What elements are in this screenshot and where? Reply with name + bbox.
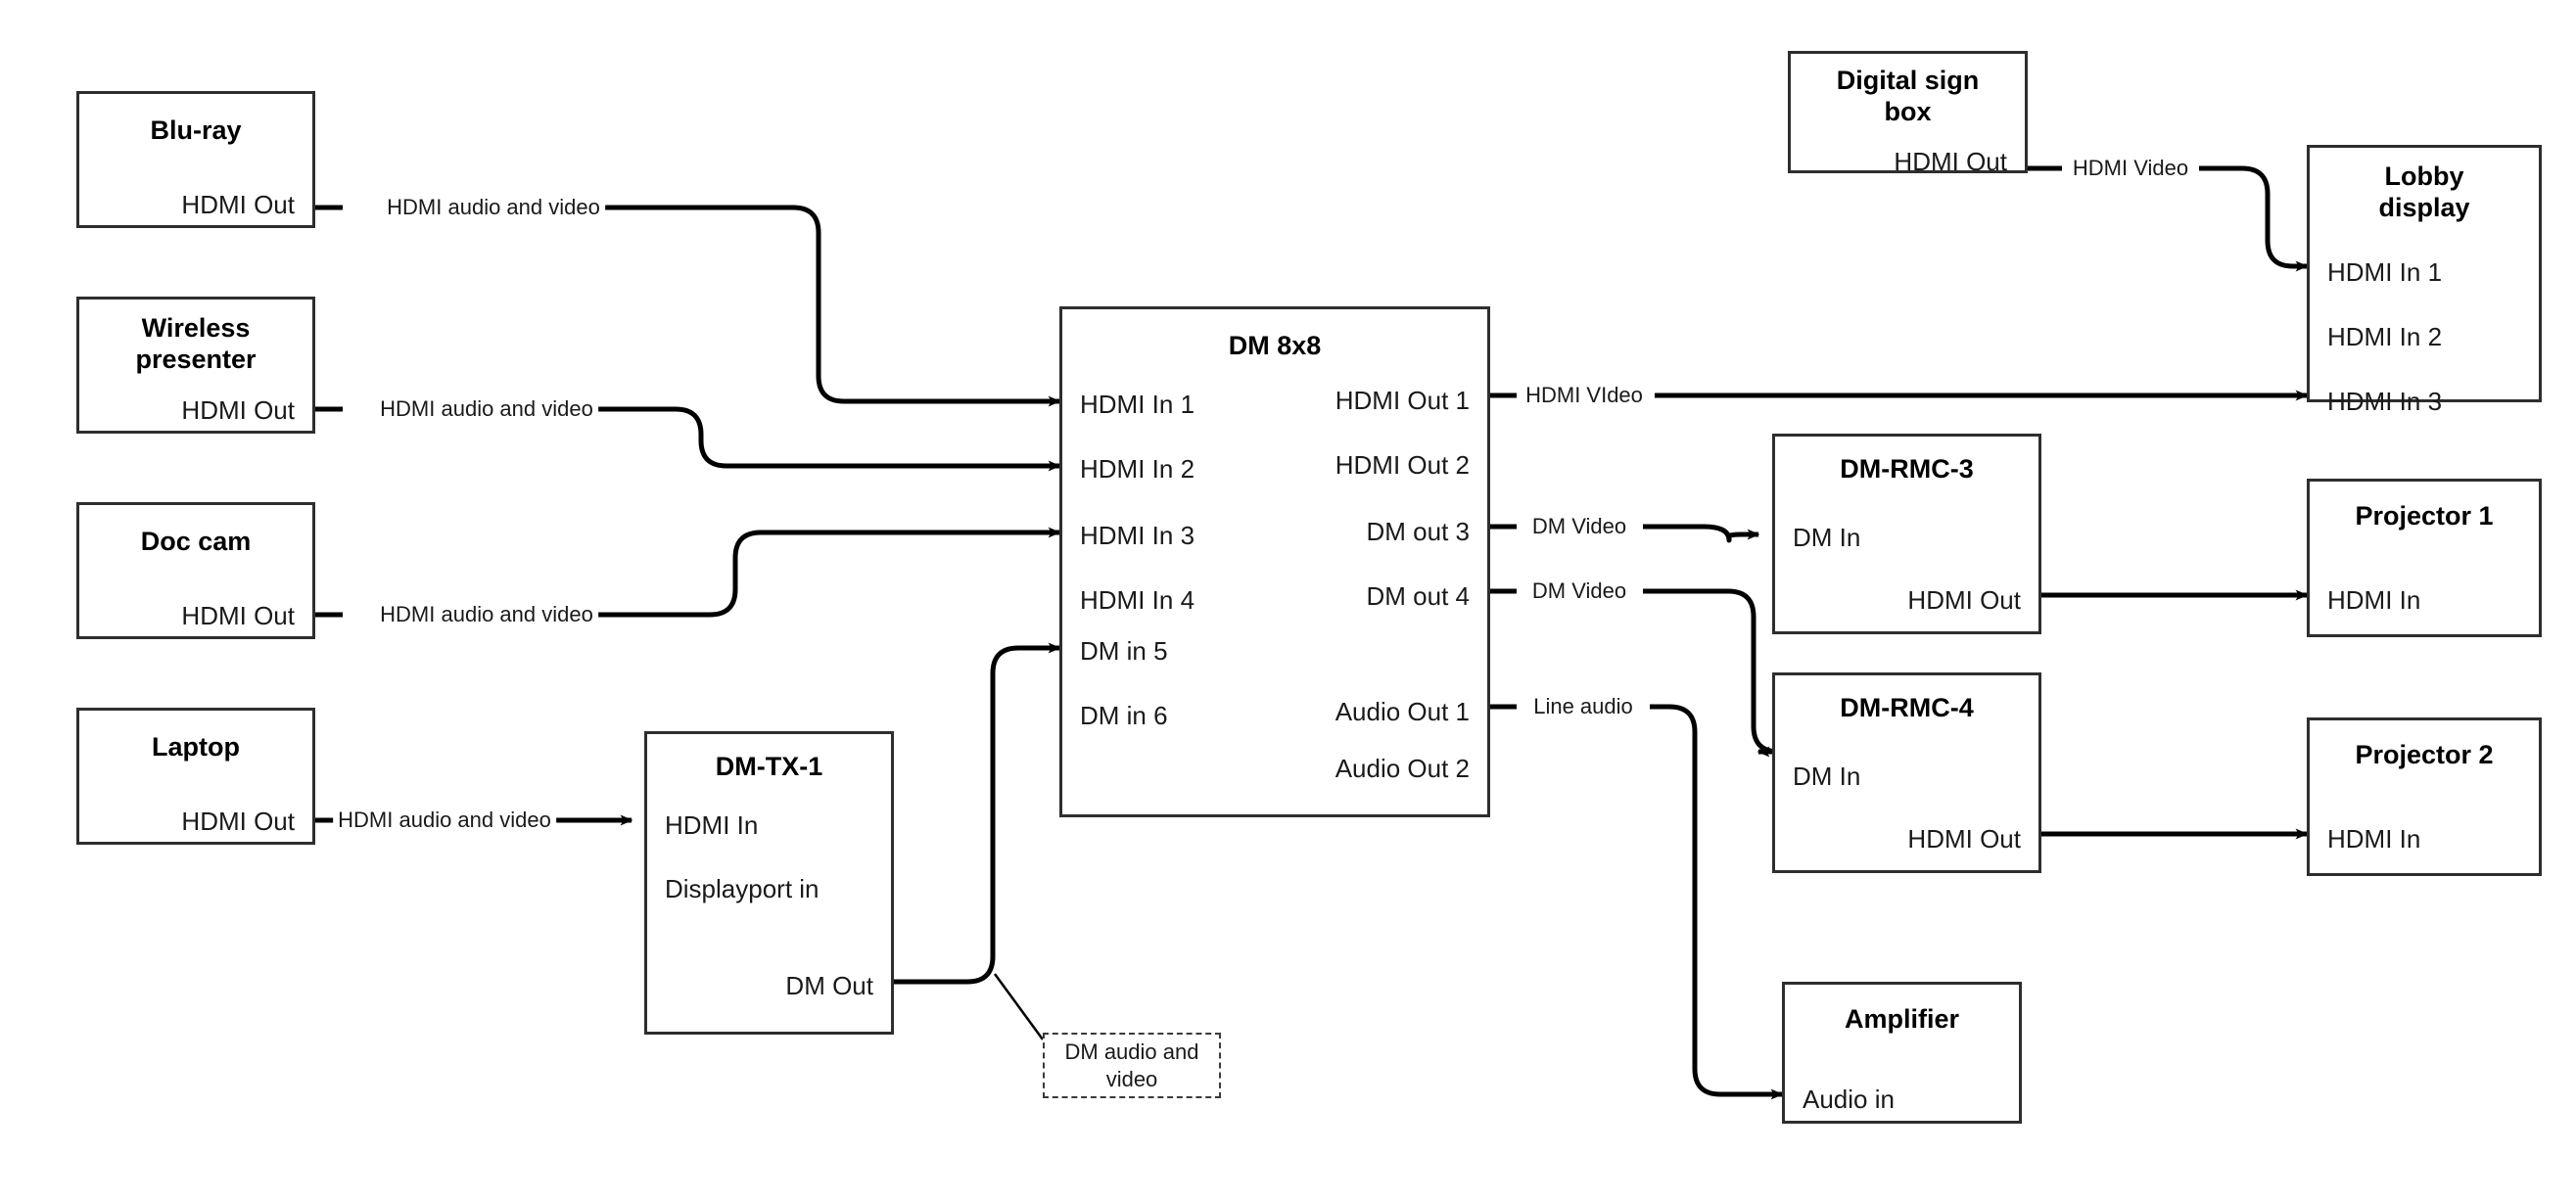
node-lobby-display-port-hdmi-in-1[interactable]: HDMI In 1 — [2327, 257, 2443, 287]
node-projector-1[interactable]: Projector 1 HDMI In — [2307, 479, 2542, 637]
wire-bluray-to-dm8x8-in1 — [315, 205, 1059, 401]
wire-dm8x8-out4-to-rmc4 — [1490, 588, 1782, 752]
node-dm-8x8-port-audio-out-2[interactable]: Audio Out 2 — [1335, 754, 1470, 783]
node-digital-sign-box-title: Digital sign box — [1836, 66, 1980, 126]
node-dm-rmc-3[interactable]: DM-RMC-3 DM In HDMI Out — [1772, 434, 2041, 634]
wire-label-hdmi-out1-video: HDMI VIdeo — [1521, 383, 1648, 408]
node-dm-8x8-port-dm-out-4[interactable]: DM out 4 — [1366, 581, 1471, 611]
node-dm-8x8-port-hdmi-out-1[interactable]: HDMI Out 1 — [1335, 386, 1470, 415]
wire-label-signbox-hdmi-video: HDMI Video — [2067, 156, 2194, 181]
node-bluray-title: Blu-ray — [150, 115, 242, 145]
wire-signbox-to-lobby-in1 — [2028, 165, 2307, 266]
node-projector-2[interactable]: Projector 2 HDMI In — [2307, 717, 2542, 876]
node-dm-8x8-port-hdmi-in-1[interactable]: HDMI In 1 — [1080, 390, 1195, 419]
wire-dm8x8-out3-to-rmc3 — [1490, 527, 1758, 540]
node-dm-8x8-port-hdmi-in-2[interactable]: HDMI In 2 — [1080, 454, 1195, 484]
node-dm-rmc-4-port-dm-in[interactable]: DM In — [1793, 762, 1861, 791]
wire-dmtx1-to-dm8x8-dmin5 — [894, 642, 1061, 985]
node-projector-1-port-hdmi-in[interactable]: HDMI In — [2327, 585, 2421, 615]
wire-label-wireless: HDMI audio and video — [375, 396, 598, 422]
wire-label-laptop: HDMI audio and video — [333, 808, 556, 833]
node-dm-tx-1-title: DM-TX-1 — [715, 752, 823, 781]
node-dm-rmc-4-title: DM-RMC-4 — [1840, 693, 1974, 722]
node-dm-tx-1-port-dm-out[interactable]: DM Out — [785, 971, 873, 1000]
node-dm-rmc-3-port-dm-in[interactable]: DM In — [1793, 523, 1861, 552]
node-lobby-display-title: Lobby display — [2378, 162, 2470, 222]
node-dm-rmc-4[interactable]: DM-RMC-4 DM In HDMI Out — [1772, 672, 2041, 873]
wire-label-line-audio: Line audio — [1528, 694, 1638, 719]
node-projector-2-port-hdmi-in[interactable]: HDMI In — [2327, 824, 2421, 854]
node-lobby-display-port-hdmi-in-3[interactable]: HDMI In 3 — [2327, 387, 2443, 416]
node-wireless-presenter-port-hdmi-out[interactable]: HDMI Out — [181, 395, 295, 425]
callout-dm-audio-and-video: DM audio and video — [1043, 1033, 1221, 1098]
node-bluray[interactable]: Blu-ray HDMI Out — [76, 91, 315, 228]
node-bluray-port-hdmi-out[interactable]: HDMI Out — [181, 190, 295, 219]
node-dm-8x8-port-dm-out-3[interactable]: DM out 3 — [1366, 517, 1471, 546]
node-dm-8x8-port-dm-in-6[interactable]: DM in 6 — [1080, 701, 1168, 730]
node-dm-8x8[interactable]: DM 8x8 HDMI In 1 HDMI In 2 HDMI In 3 HDM… — [1059, 306, 1490, 817]
node-laptop-port-hdmi-out[interactable]: HDMI Out — [181, 807, 295, 836]
node-dm-8x8-port-hdmi-in-3[interactable]: HDMI In 3 — [1080, 521, 1195, 550]
node-doc-cam-port-hdmi-out[interactable]: HDMI Out — [181, 601, 295, 630]
node-dm-rmc-3-title: DM-RMC-3 — [1840, 454, 1974, 484]
wire-label-bluray: HDMI audio and video — [382, 195, 605, 220]
node-wireless-presenter[interactable]: Wireless presenter HDMI Out — [76, 297, 315, 434]
node-dm-8x8-port-audio-out-1[interactable]: Audio Out 1 — [1335, 697, 1470, 726]
wire-doccam-to-dm8x8-in3 — [315, 532, 1059, 618]
node-amplifier-port-audio-in[interactable]: Audio in — [1803, 1085, 1895, 1114]
wire-label-dm-video-3: DM Video — [1526, 514, 1632, 539]
wire-label-dm-video-4: DM Video — [1526, 578, 1632, 604]
node-amplifier[interactable]: Amplifier Audio in — [1782, 982, 2022, 1124]
node-dm-tx-1[interactable]: DM-TX-1 HDMI In Displayport in DM Out — [644, 731, 894, 1035]
node-dm-tx-1-port-hdmi-in[interactable]: HDMI In — [665, 810, 759, 840]
node-lobby-display[interactable]: Lobby display HDMI In 1 HDMI In 2 HDMI I… — [2307, 145, 2542, 416]
wire-wireless-to-dm8x8-in2 — [315, 406, 1059, 466]
node-dm-rmc-3-port-hdmi-out[interactable]: HDMI Out — [1907, 585, 2021, 615]
node-dm-8x8-title: DM 8x8 — [1228, 331, 1322, 360]
node-laptop-title: Laptop — [152, 732, 240, 762]
node-dm-tx-1-port-displayport-in[interactable]: Displayport in — [665, 874, 820, 903]
node-digital-sign-box[interactable]: Digital sign box HDMI Out — [1788, 51, 2028, 176]
wire-dm8x8-audio1-to-amp — [1490, 704, 1782, 1094]
node-doc-cam-title: Doc cam — [140, 527, 252, 556]
node-laptop[interactable]: Laptop HDMI Out — [76, 708, 315, 845]
node-dm-rmc-4-port-hdmi-out[interactable]: HDMI Out — [1907, 824, 2021, 854]
wire-label-doccam: HDMI audio and video — [375, 602, 598, 627]
node-dm-8x8-port-hdmi-in-4[interactable]: HDMI In 4 — [1080, 585, 1195, 615]
node-dm-8x8-port-hdmi-out-2[interactable]: HDMI Out 2 — [1335, 450, 1470, 480]
node-projector-1-title: Projector 1 — [2355, 501, 2494, 531]
node-wireless-presenter-title: Wireless presenter — [135, 313, 257, 374]
node-lobby-display-port-hdmi-in-2[interactable]: HDMI In 2 — [2327, 322, 2443, 351]
wire-callout-leader — [993, 973, 1045, 1040]
node-projector-2-title: Projector 2 — [2355, 740, 2494, 769]
node-doc-cam[interactable]: Doc cam HDMI Out — [76, 502, 315, 639]
node-amplifier-title: Amplifier — [1844, 1004, 1960, 1034]
node-dm-8x8-port-dm-in-5[interactable]: DM in 5 — [1080, 636, 1168, 666]
node-digital-sign-box-port-hdmi-out[interactable]: HDMI Out — [1894, 147, 2007, 176]
